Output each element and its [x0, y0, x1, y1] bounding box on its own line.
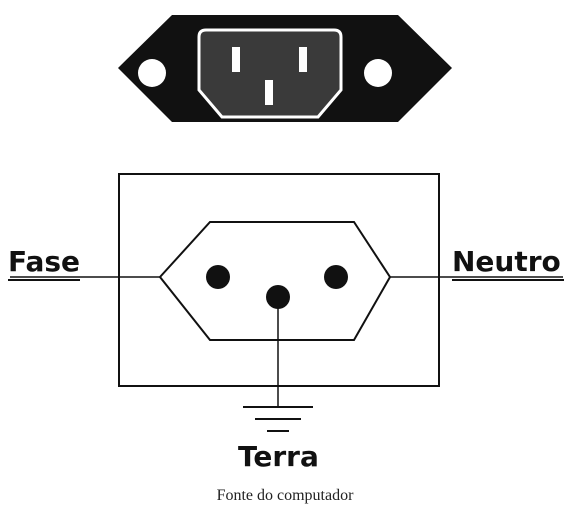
fase-label: Fase — [8, 245, 80, 278]
terra-contact — [266, 285, 290, 309]
outlet-frame — [118, 173, 440, 387]
neutro-contact — [324, 265, 348, 289]
outlet-wiring-diagram: Fase Neutro Terra — [8, 173, 564, 473]
right-mounting-hole — [364, 59, 392, 87]
connector-pin-left — [232, 47, 240, 72]
left-mounting-hole — [138, 59, 166, 87]
ground-symbol-icon — [243, 406, 313, 432]
terra-label: Terra — [238, 440, 319, 473]
outlet-hexagon — [158, 221, 392, 341]
iec-c14-connector — [118, 15, 452, 122]
neutro-label: Neutro — [452, 245, 561, 278]
connector-pin-ground — [265, 80, 273, 105]
fase-contact — [206, 265, 230, 289]
figure-caption: Fonte do computador — [217, 487, 355, 504]
connector-pin-right — [299, 47, 307, 72]
